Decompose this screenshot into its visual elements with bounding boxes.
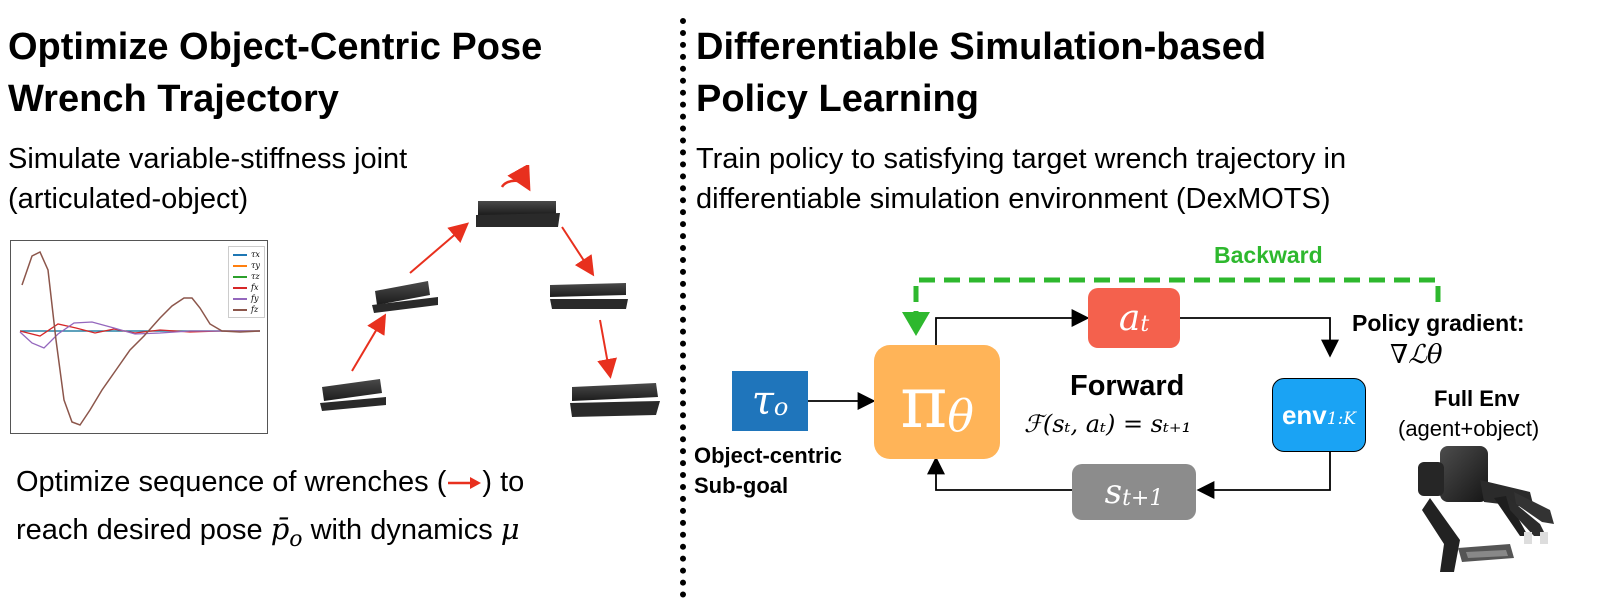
wrench-arrow-4 <box>597 319 617 379</box>
state-subscript: t+1 <box>1122 485 1164 511</box>
backward-label: Backward <box>1214 242 1323 268</box>
env-subscript: 1:K <box>1326 409 1357 429</box>
left-subtitle-line2: (articulated-object) <box>8 183 249 215</box>
plot-legend: τx τy τz fx fy fz <box>228 246 265 318</box>
pi-symbol: π <box>900 360 948 444</box>
object-centric-label-line1: Object-centric <box>694 443 842 468</box>
state-symbol: s <box>1104 472 1123 512</box>
stapler-pose-4 <box>550 283 628 309</box>
legend-label: fx <box>251 283 259 292</box>
right-subtitle-line1: Train policy to satisfying target wrench… <box>696 143 1347 175</box>
policy-gradient-equation: ∇ℒθ <box>1390 340 1443 370</box>
arrow-s-to-pi <box>927 456 1072 491</box>
bottom-line1-text-a: Optimize sequence of wrenches ( <box>16 466 447 498</box>
pose-symbol: p̄ <box>270 512 290 546</box>
action-symbol: a <box>1118 297 1141 339</box>
red-arrow-icon <box>448 477 482 490</box>
bottom-line1-text-b: ) to <box>482 466 525 498</box>
bottom-line2-text-b: with dynamics <box>302 514 501 546</box>
legend-label: τx <box>251 250 260 259</box>
left-title-line1: Optimize Object-Centric Pose <box>8 26 543 68</box>
arrow-env-to-s <box>1196 450 1331 499</box>
right-title-line1: Differentiable Simulation-based <box>696 26 1267 68</box>
full-env-label: Full Env <box>1434 386 1520 411</box>
stapler-pose-1 <box>320 379 386 411</box>
left-title-line2: Wrench Trajectory <box>8 78 339 120</box>
pose-subscript: o <box>289 526 303 552</box>
backward-arrowhead <box>902 312 930 336</box>
pose-trajectory-illustration <box>320 165 660 417</box>
wrench-plot-svg <box>7 240 268 434</box>
series-line-f-z <box>21 250 261 426</box>
stapler-pose-3 <box>476 165 560 227</box>
object-centric-label-line2: Sub-goal <box>694 473 789 498</box>
series-line-f-y <box>19 321 260 349</box>
right-subtitle-line2: differentiable simulation environment (D… <box>696 183 1331 215</box>
arrow-pi-to-a <box>935 309 1090 345</box>
series-line-f-x <box>19 323 260 337</box>
arrow-a-to-env <box>1180 317 1339 358</box>
tau-symbol: τ <box>751 378 774 424</box>
legend-label: fy <box>251 294 259 303</box>
forward-label: Forward <box>1070 370 1185 402</box>
forward-equation: ℱ(sₜ, aₜ) = sₜ₊₁ <box>1024 410 1192 438</box>
backward-path <box>913 277 1441 314</box>
left-bottom-line2: reach desired pose p̄o with dynamics μ <box>16 510 520 559</box>
left-bottom-line1: Optimize sequence of wrenches ( ) to <box>16 463 524 501</box>
stapler-pose-2 <box>372 281 438 313</box>
wrench-arrow-1 <box>351 313 387 372</box>
env-symbol: env <box>1281 399 1327 430</box>
bottom-line2-text-a: reach desired pose <box>16 514 271 546</box>
mu-symbol: μ <box>500 512 520 546</box>
robot-hand-illustration <box>1418 446 1554 572</box>
legend-label: τy <box>251 261 260 270</box>
stapler-pose-5 <box>570 383 660 417</box>
action-subscript: t <box>1140 311 1150 337</box>
legend-label: τz <box>251 272 260 281</box>
wrench-plot: τx τy τz fx fy fz <box>7 240 268 434</box>
full-env-sublabel: (agent+object) <box>1398 416 1540 441</box>
tau-subscript: o <box>773 393 789 421</box>
wrench-arrow-3 <box>561 226 595 277</box>
left-subtitle-line1: Simulate variable-stiffness joint <box>8 143 408 175</box>
policy-gradient-label: Policy gradient: <box>1352 310 1525 336</box>
legend-label: fz <box>251 305 259 314</box>
panel-divider <box>680 18 686 598</box>
pi-subscript: θ <box>947 390 974 442</box>
wrench-arrow-2 <box>409 222 470 274</box>
right-title-line2: Policy Learning <box>696 78 979 120</box>
